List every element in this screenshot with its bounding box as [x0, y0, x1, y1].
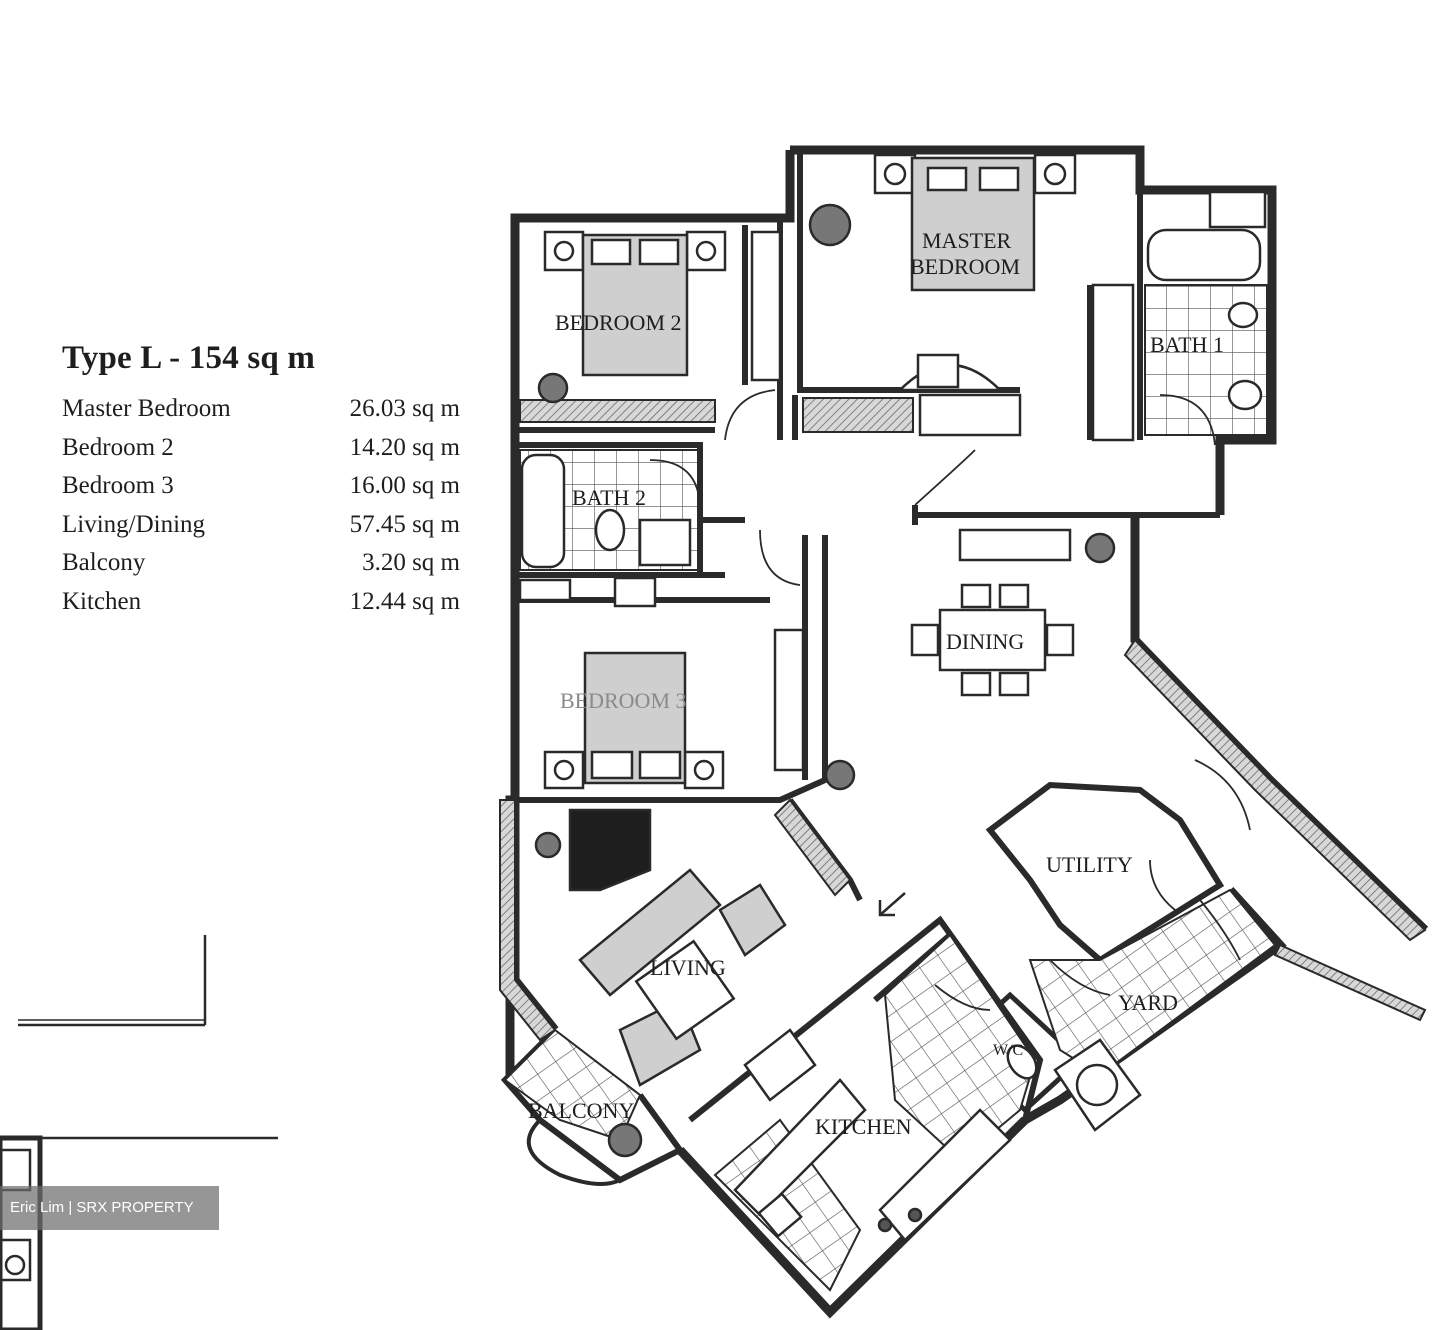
label-bath-1: BATH 1	[1150, 332, 1224, 357]
furniture	[518, 153, 1267, 1242]
label-master-bedroom-2: BEDROOM	[910, 254, 1020, 279]
schedule-room-area: 26.03 sq m	[349, 395, 460, 422]
schedule-room-name: Kitchen	[62, 587, 142, 615]
master-bed	[808, 153, 1135, 442]
unit-type-title: Type L - 154 sq m	[62, 340, 316, 376]
schedule-row: Balcony 3.20 sq m	[62, 544, 460, 583]
schedule-row: Kitchen 12.44 sq m	[62, 583, 460, 622]
bedroom3-bed	[518, 576, 805, 790]
label-yard: YARD	[1118, 990, 1178, 1015]
schedule-room-area: 57.45 sq m	[349, 510, 460, 538]
schedule-row: Living/Dining 57.45 sq m	[62, 506, 460, 545]
doors	[649, 389, 1251, 1011]
label-master-bedroom-1: MASTER	[922, 228, 1012, 253]
label-living: LIVING	[650, 955, 726, 980]
label-bedroom-3: BEDROOM 3	[560, 688, 687, 713]
watermark: Eric Lim | SRX PROPERTY	[0, 1186, 219, 1230]
label-kitchen: KITCHEN	[815, 1114, 912, 1139]
schedule-room-name: Balcony	[62, 549, 146, 577]
schedule-row: Master Bedroom 26.03 sq m	[62, 390, 460, 429]
label-wc: W/C	[993, 1042, 1023, 1059]
schedule-room-area: 3.20 sq m	[362, 549, 460, 577]
schedule-room-name: Master Bedroom	[62, 395, 231, 422]
schedule-room-area: 12.44 sq m	[349, 587, 460, 615]
room-labels: MASTER BEDROOM BEDROOM 2 BATH 1 BATH 2 B…	[528, 228, 1224, 1139]
dining-set	[910, 528, 1116, 697]
area-schedule: Type L - 154 sq m Master Bedroom 26.03 sq…	[62, 338, 482, 622]
schedule-row: Bedroom 2 14.20 sq m	[62, 429, 460, 468]
living-set	[534, 759, 856, 1102]
bedroom2-bed	[537, 230, 782, 404]
label-dining: DINING	[946, 629, 1024, 654]
schedule-room-area: 16.00 sq m	[349, 472, 460, 500]
neighbour-unit-fragment	[0, 935, 278, 1330]
wall-hatching	[499, 397, 1427, 1042]
schedule-row: Bedroom 3 16.00 sq m	[62, 467, 460, 506]
entry-arrow	[878, 892, 906, 917]
schedule-room-name: Living/Dining	[62, 510, 206, 538]
label-bedroom-2: BEDROOM 2	[555, 310, 682, 335]
schedule-rows: Master Bedroom 26.03 sq m Bedroom 2 14.20 s…	[62, 390, 482, 622]
label-utility: UTILITY	[1046, 852, 1133, 877]
schedule-room-name: Bedroom 3	[62, 472, 174, 500]
label-bath-2: BATH 2	[572, 485, 646, 510]
schedule-room-area: 14.20 sq m	[349, 433, 460, 461]
schedule-room-name: Bedroom 2	[62, 433, 174, 461]
label-balcony: BALCONY	[528, 1098, 634, 1123]
